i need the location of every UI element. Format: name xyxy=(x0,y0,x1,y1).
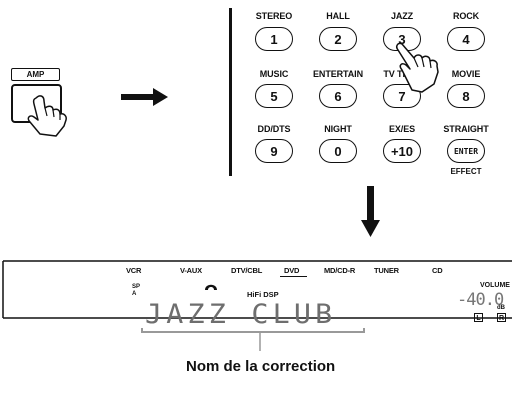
source-selected-underline xyxy=(280,276,307,277)
amp-label: AMP xyxy=(11,68,60,81)
key-6-button[interactable]: 6 xyxy=(319,84,357,108)
panel-divider xyxy=(229,8,232,176)
right-channel-indicator: R xyxy=(497,313,506,322)
source-md-cd-r: MD/CD-R xyxy=(324,266,356,275)
key-label-hall: HALL xyxy=(326,11,350,21)
key-5-button[interactable]: 5 xyxy=(255,84,293,108)
source-tuner: TUNER xyxy=(374,266,399,275)
key-label-music: MUSIC xyxy=(259,69,289,79)
effect-label: EFFECT xyxy=(450,167,482,176)
right-arrow-icon xyxy=(121,88,168,106)
pressing-hand-icon xyxy=(396,42,439,93)
key-0-button[interactable]: 0 xyxy=(319,139,357,163)
caption-label: Nom de la correction xyxy=(186,358,336,375)
key-label-tv-thtr: TV THTR xyxy=(383,69,421,79)
key-2-button[interactable]: 2 xyxy=(319,27,357,51)
enter-button[interactable]: ENTER xyxy=(447,139,485,163)
key-label-straight: STRAIGHT xyxy=(443,124,489,134)
key-4-button[interactable]: 4 xyxy=(447,27,485,51)
key-label-stereo: STEREO xyxy=(255,11,293,21)
source-dvd: DVD xyxy=(284,266,300,275)
speaker-label: SP xyxy=(132,284,141,290)
sound-field-name-display: JAZZ CLUB xyxy=(145,299,337,330)
source-v-aux: V-AUX xyxy=(180,266,202,275)
left-channel-indicator: L xyxy=(474,313,483,322)
hifi-dsp-label: HiFi DSP xyxy=(247,290,279,299)
key-7-button[interactable]: 7 xyxy=(383,84,421,108)
key-label-dd-dts: DD/DTS xyxy=(257,124,291,134)
speaker-set-label: A xyxy=(132,291,137,297)
key-label-ex-es: EX/ES xyxy=(388,124,415,134)
source-dtv-cbl: DTV/CBL xyxy=(231,266,263,275)
db-label: dB xyxy=(497,305,505,311)
dsp-indicator-icon xyxy=(205,284,217,290)
down-arrow-icon xyxy=(361,186,380,237)
key-label-rock: ROCK xyxy=(452,11,480,21)
key-9-button[interactable]: 9 xyxy=(255,139,293,163)
key-plus10-button[interactable]: +10 xyxy=(383,139,421,163)
caption-bracket xyxy=(141,328,365,351)
display-frame xyxy=(2,260,512,319)
pressing-hand-icon xyxy=(27,95,67,137)
key-1-button[interactable]: 1 xyxy=(255,27,293,51)
key-label-jazz: JAZZ xyxy=(390,11,414,21)
key-8-button[interactable]: 8 xyxy=(447,84,485,108)
key-label-entertain: ENTERTAIN xyxy=(313,69,363,79)
key-label-night: NIGHT xyxy=(324,124,352,134)
key-label-movie: MOVIE xyxy=(451,69,481,79)
speaker-set-indicator: SP A xyxy=(132,284,140,298)
source-cd: CD xyxy=(432,266,443,275)
volume-label: VOLUME xyxy=(480,282,510,289)
volume-value: -40.0 xyxy=(457,290,504,310)
source-vcr: VCR xyxy=(126,266,142,275)
